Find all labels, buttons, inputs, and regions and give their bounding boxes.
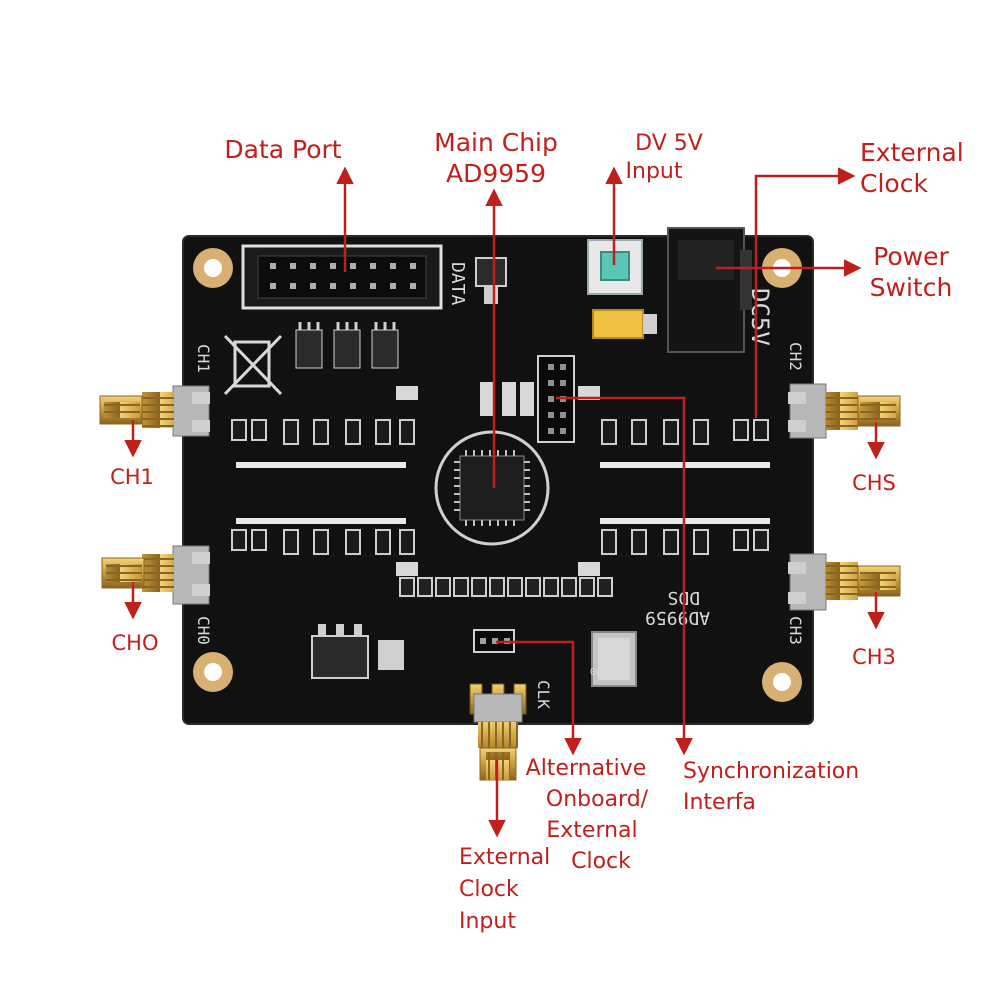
main-chip-highlight — [434, 430, 550, 546]
silk-data: DATA — [447, 262, 468, 306]
sync-interface-header — [537, 355, 575, 443]
label-ext-clock-input-line2: Clock — [459, 877, 519, 902]
label-sync-interface: Synchronization Interfa — [683, 756, 859, 818]
label-ch1: CH1 — [110, 465, 154, 489]
label-ext-clock-input: External Clock Input — [459, 842, 550, 938]
label-ch3: CH3 — [852, 645, 896, 669]
mount-hole-icon — [193, 248, 233, 288]
label-dv-input-line2: Input — [625, 159, 683, 184]
label-external-clock-line2: Clock — [860, 169, 928, 198]
data-port-header — [241, 244, 443, 310]
arrow-alternative-clock — [496, 640, 582, 756]
mount-hole-icon — [762, 662, 802, 702]
label-power-switch-line1: Power — [873, 242, 949, 271]
label-alternative-line1: Alternative — [525, 756, 647, 781]
label-alternative-clock: Alternative Onboard/ External Clock — [512, 753, 660, 877]
label-dv-input-line1: DV 5V — [635, 131, 703, 156]
label-alternative-line3: External — [546, 818, 638, 843]
label-sync-line1: Synchronization — [683, 759, 860, 784]
silk-dds-block: DDS AD9959 — [645, 587, 710, 628]
silk-ch0: CH0 — [194, 616, 213, 645]
sma-connector-ch3 — [788, 553, 901, 611]
label-sync-line2: Interfa — [683, 790, 756, 815]
crystal-oscillator: 25.000 — [590, 631, 637, 687]
label-power-switch: Power Switch — [862, 241, 960, 303]
sma-connector-ch2 — [788, 383, 901, 439]
silk-ch3: CH3 — [786, 616, 805, 645]
mount-hole-icon — [193, 652, 233, 692]
arrow-external-clock — [754, 167, 856, 418]
label-main-chip-line1: Main Chip — [434, 128, 558, 157]
sma-connector-ext-clock — [473, 693, 523, 781]
sma-connector-ch1 — [99, 385, 210, 437]
sma-connector-ch0 — [101, 545, 210, 605]
label-ext-clock-input-line3: Input — [459, 909, 516, 934]
label-main-chip: Main Chip AD9959 — [408, 127, 584, 189]
silk-ch1: CH1 — [194, 344, 213, 373]
label-alternative-line4: Clock — [571, 849, 631, 874]
arrow-sync-interface — [556, 396, 693, 756]
label-external-clock-line1: External — [860, 138, 964, 167]
label-alternative-line2: Onboard/ — [545, 787, 649, 812]
label-ch0: CHO — [111, 631, 159, 655]
label-power-switch-line2: Switch — [869, 273, 953, 302]
label-ch2: CHS — [852, 471, 896, 495]
main-chip-ad9959 — [454, 450, 530, 526]
label-ext-clock-input-line1: External — [459, 845, 551, 870]
dc-jack — [667, 227, 752, 353]
silk-crystal: 25.000 — [590, 665, 626, 676]
weee-bin-icon — [223, 334, 283, 396]
silk-ch2: CH2 — [786, 342, 805, 371]
silk-ad9959: AD9959 — [645, 607, 710, 628]
annotation-arrows — [124, 166, 885, 838]
label-data-port: Data Port — [224, 135, 342, 164]
label-external-clock: External Clock — [860, 137, 964, 199]
label-main-chip-line2: AD9959 — [446, 159, 546, 188]
silk-clk: CLK — [534, 680, 553, 709]
label-dv-input: DV 5V Input — [614, 130, 724, 186]
